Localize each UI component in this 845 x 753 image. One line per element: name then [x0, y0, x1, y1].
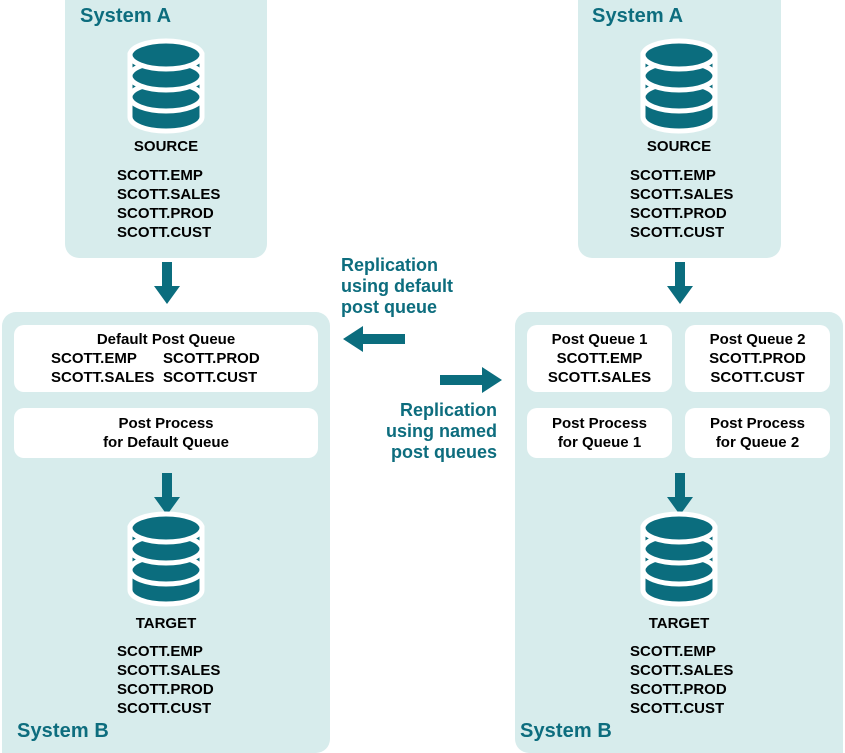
- arrow-down-icon: [665, 473, 695, 515]
- post-queue-1-box: Post Queue 1 SCOTT.EMP SCOTT.SALES: [527, 325, 672, 392]
- right-source-label: SOURCE: [646, 138, 712, 155]
- left-replication-caption: Replication using default post queue: [341, 255, 453, 317]
- post-queue-2-table-list: SCOTT.PROD SCOTT.CUST: [709, 350, 806, 386]
- post-process-1-line-1: Post Process: [551, 415, 648, 432]
- left-system-a-label: System A: [80, 5, 172, 27]
- post-process-2-box: Post Process for Queue 2: [685, 408, 830, 458]
- default-queue-table-1: SCOTT.EMP: [51, 350, 137, 367]
- post-queue-1-title: Post Queue 1: [551, 331, 648, 348]
- left-source-table-list: SCOTT.EMP SCOTT.SALES SCOTT.PROD SCOTT.C…: [117, 167, 221, 241]
- default-post-process-line-2: for Default Queue: [103, 434, 229, 451]
- post-process-1-line-2: for Queue 1: [557, 434, 642, 451]
- default-queue-table-2: SCOTT.SALES: [51, 369, 155, 386]
- default-post-queue-title: Default Post Queue: [96, 331, 236, 348]
- default-post-queue-row-2: SCOTT.SALES SCOTT.CUST: [51, 368, 281, 387]
- right-target-label: TARGET: [648, 615, 710, 632]
- post-process-1-box: Post Process for Queue 1: [527, 408, 672, 458]
- default-post-queue-row-1: SCOTT.EMP SCOTT.PROD: [51, 349, 281, 368]
- post-process-2-line-1: Post Process: [709, 415, 806, 432]
- right-system-a-label: System A: [592, 5, 684, 27]
- arrow-down-icon: [665, 262, 695, 304]
- default-queue-table-4: SCOTT.CUST: [163, 369, 258, 386]
- default-post-process-box: Post Process for Default Queue: [14, 408, 318, 458]
- post-queue-1-table-list: SCOTT.EMP SCOTT.SALES: [547, 350, 652, 386]
- left-target-table-list: SCOTT.EMP SCOTT.SALES SCOTT.PROD SCOTT.C…: [117, 643, 221, 717]
- post-queue-2-box: Post Queue 2 SCOTT.PROD SCOTT.CUST: [685, 325, 830, 392]
- default-post-process-line-1: Post Process: [118, 415, 214, 432]
- arrow-left-icon: [343, 325, 405, 353]
- right-replication-caption: Replication using named post queues: [385, 400, 497, 462]
- left-source-label: SOURCE: [133, 138, 199, 155]
- database-cylinder-icon: [125, 510, 207, 610]
- left-target-label: TARGET: [135, 615, 197, 632]
- arrow-down-icon: [152, 473, 182, 515]
- arrow-right-icon: [440, 366, 502, 394]
- right-system-b-label: System B: [520, 720, 612, 742]
- database-cylinder-icon: [125, 37, 207, 137]
- default-post-queue-box: Default Post Queue SCOTT.EMP SCOTT.PROD …: [14, 325, 318, 392]
- right-source-table-list: SCOTT.EMP SCOTT.SALES SCOTT.PROD SCOTT.C…: [630, 167, 734, 241]
- left-system-b-label: System B: [17, 720, 109, 742]
- default-queue-table-3: SCOTT.PROD: [163, 350, 260, 367]
- post-queue-2-title: Post Queue 2: [709, 331, 806, 348]
- database-cylinder-icon: [638, 37, 720, 137]
- arrow-down-icon: [152, 262, 182, 304]
- database-cylinder-icon: [638, 510, 720, 610]
- right-target-table-list: SCOTT.EMP SCOTT.SALES SCOTT.PROD SCOTT.C…: [630, 643, 734, 717]
- post-process-2-line-2: for Queue 2: [715, 434, 800, 451]
